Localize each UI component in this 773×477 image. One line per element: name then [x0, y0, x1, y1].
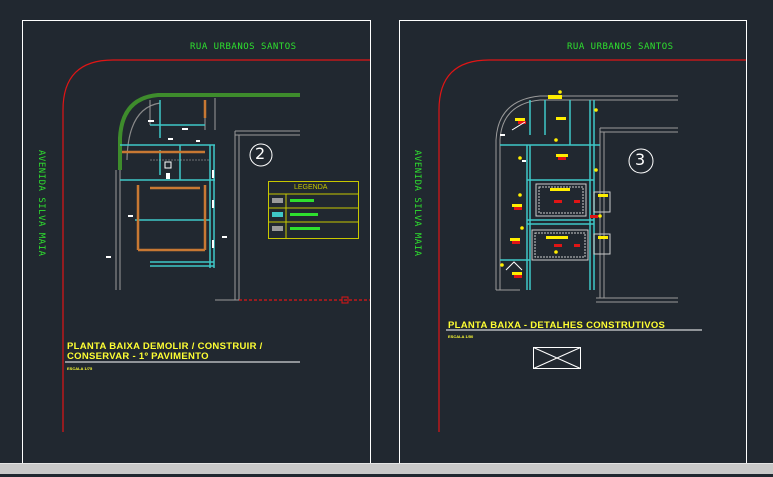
drawing-scale-right: ESCALA 1/50 — [448, 334, 474, 339]
cyan-walls-left — [120, 100, 215, 268]
demolish-walls-left — [122, 100, 207, 252]
street-label-side-left: AVENIDA SILVA MAIA — [36, 150, 46, 257]
street-label-top-right: RUA URBANOS SANTOS — [567, 42, 674, 52]
drawing-scale-left: ESCALA 1/75 — [67, 366, 93, 371]
sheet-left-border — [22, 20, 371, 464]
drawing-title-left-line1: PLANTA BAIXA DEMOLIR / CONSTRUIR / — [67, 341, 263, 352]
detail-number-right: 3 — [635, 150, 646, 169]
sheet-left[interactable] — [22, 20, 371, 464]
street-line-left — [62, 59, 370, 432]
existing-walls-right — [495, 95, 678, 303]
green-arc-left — [118, 93, 300, 170]
street-label-side-right: AVENIDA SILVA MAIA — [412, 150, 422, 257]
drawing-title-left-line2: CONSERVAR - 1º PAVIMENTO — [67, 351, 209, 362]
sheet-right[interactable] — [399, 20, 747, 464]
street-label-top-left: RUA URBANOS SANTOS — [190, 42, 297, 52]
crossed-box-symbol — [533, 347, 581, 369]
legend-box — [268, 181, 359, 239]
existing-walls-left — [115, 98, 300, 301]
callout-markers-right — [500, 90, 608, 278]
bottom-scrollbar[interactable] — [0, 463, 773, 474]
street-line-right — [438, 59, 746, 432]
drawing-title-right: PLANTA BAIXA - DETALHES CONSTRUTIVOS — [448, 320, 666, 331]
sheet-right-border — [399, 20, 747, 464]
detail-circle-left — [249, 143, 273, 167]
legend-title: LEGENDA — [294, 184, 328, 191]
cyan-walls-right — [500, 100, 600, 290]
fixture-boxes-right — [531, 183, 611, 261]
detail-circle-right — [628, 148, 654, 174]
detail-number-left: 2 — [255, 144, 266, 163]
annotation-marks-left — [106, 120, 227, 258]
